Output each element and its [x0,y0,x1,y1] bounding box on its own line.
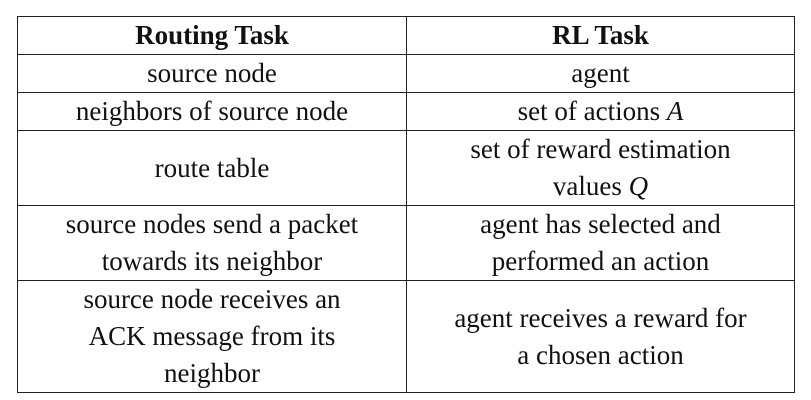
cell-line: agent [571,58,630,88]
table-row: source nodes send a packet towards its n… [17,205,795,281]
mapping-table-container: Routing Task RL Task source node agent n… [17,16,795,393]
math-symbol-a: A [666,96,684,126]
cell-line: set of reward estimation [470,134,731,164]
routing-cell: source node receives an ACK message from… [17,280,407,393]
cell-line: ACK message from its [88,321,336,351]
cell-text: values [552,171,622,201]
routing-cell: neighbors of source node [17,92,407,131]
rl-cell: agent has selected and performed an acti… [406,205,795,281]
rl-cell: agent [406,54,795,93]
table-row: source node agent [17,54,795,93]
routing-rl-mapping-table: Routing Task RL Task source node agent n… [17,16,795,393]
cell-line: set of actions A [417,93,784,130]
cell-line: source nodes send a packet [65,209,359,239]
cell-line: towards its neighbor [101,246,323,276]
table-header-row: Routing Task RL Task [17,16,795,55]
rl-cell: agent receives a reward for a chosen act… [406,280,795,393]
cell-text: set of actions [517,96,661,126]
rl-cell: set of actions A [406,92,795,131]
rl-cell: set of reward estimation values Q [406,130,795,206]
routing-cell: route table [17,130,407,206]
table-row: route table set of reward estimation val… [17,130,795,206]
cell-line: source node receives an [83,284,341,314]
cell-line: agent receives a reward for [454,302,747,333]
cell-line: agent has selected and [480,209,721,239]
cell-line: a chosen action [517,339,684,370]
cell-line: neighbor [164,358,260,388]
cell-line: source node [147,58,277,88]
math-symbol-q: Q [628,171,649,201]
cell-line: performed an action [491,246,710,276]
header-rl-task: RL Task [406,16,795,55]
routing-cell: source nodes send a packet towards its n… [17,205,407,281]
cell-line: neighbors of source node [75,96,349,126]
table-row: neighbors of source node set of actions … [17,92,795,131]
cell-line: values Q [417,168,784,205]
header-routing-task: Routing Task [17,16,407,55]
cell-line: route table [154,152,270,183]
table-row: source node receives an ACK message from… [17,280,795,393]
routing-cell: source node [17,54,407,93]
